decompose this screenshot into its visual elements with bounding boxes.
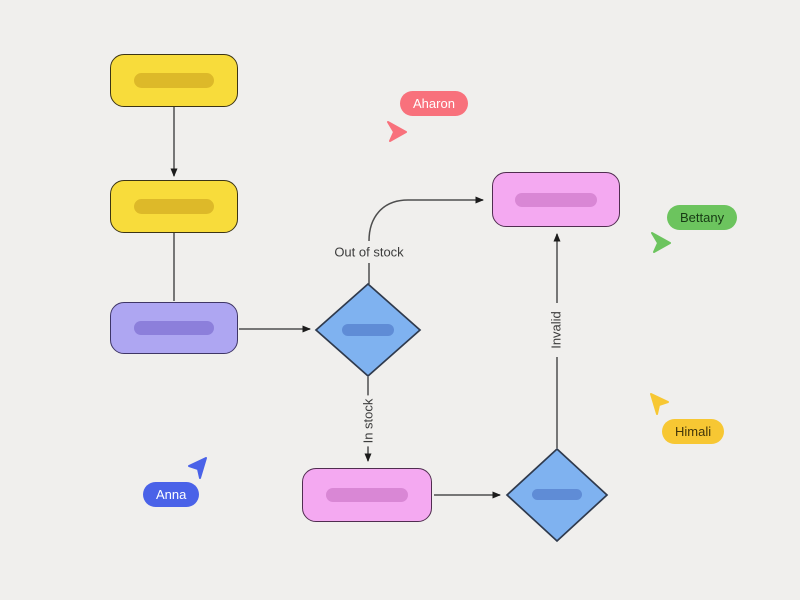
flow-node-decision-1[interactable] — [314, 282, 422, 378]
collaborator-cursor-anna — [188, 457, 207, 479]
flow-node-decision-2[interactable] — [505, 447, 609, 543]
collaborator-tag-aharon: Aharon — [400, 91, 468, 116]
flow-node-process-1[interactable] — [110, 54, 238, 107]
collaborator-cursor-himali — [650, 393, 669, 415]
edge-label-out-of-stock[interactable]: Out of stock — [331, 243, 407, 261]
node-text-placeholder — [134, 321, 214, 335]
node-text-placeholder — [134, 73, 214, 88]
collaborator-tag-himali: Himali — [662, 419, 725, 444]
collaborator-cursor-bettany — [651, 232, 671, 253]
flow-node-terminal-1[interactable] — [492, 172, 620, 227]
node-text-placeholder — [342, 324, 394, 336]
collaborator-tag-anna: Anna — [143, 482, 200, 507]
flow-node-process-3[interactable] — [110, 302, 238, 354]
edge-decision1-terminal1-upper[interactable] — [368, 196, 484, 242]
flow-node-process-2[interactable] — [110, 180, 238, 233]
collaborator-cursor-aharon — [387, 121, 407, 142]
collaborator-tag-bettany: Bettany — [667, 205, 738, 230]
node-text-placeholder — [515, 192, 597, 207]
flow-node-terminal-2[interactable] — [302, 468, 432, 522]
node-text-placeholder — [532, 489, 582, 500]
node-text-placeholder — [134, 199, 214, 214]
node-text-placeholder — [326, 488, 408, 502]
edge-label-in-stock[interactable]: In stock — [359, 395, 377, 447]
edge-label-invalid[interactable]: Invalid — [547, 308, 565, 352]
